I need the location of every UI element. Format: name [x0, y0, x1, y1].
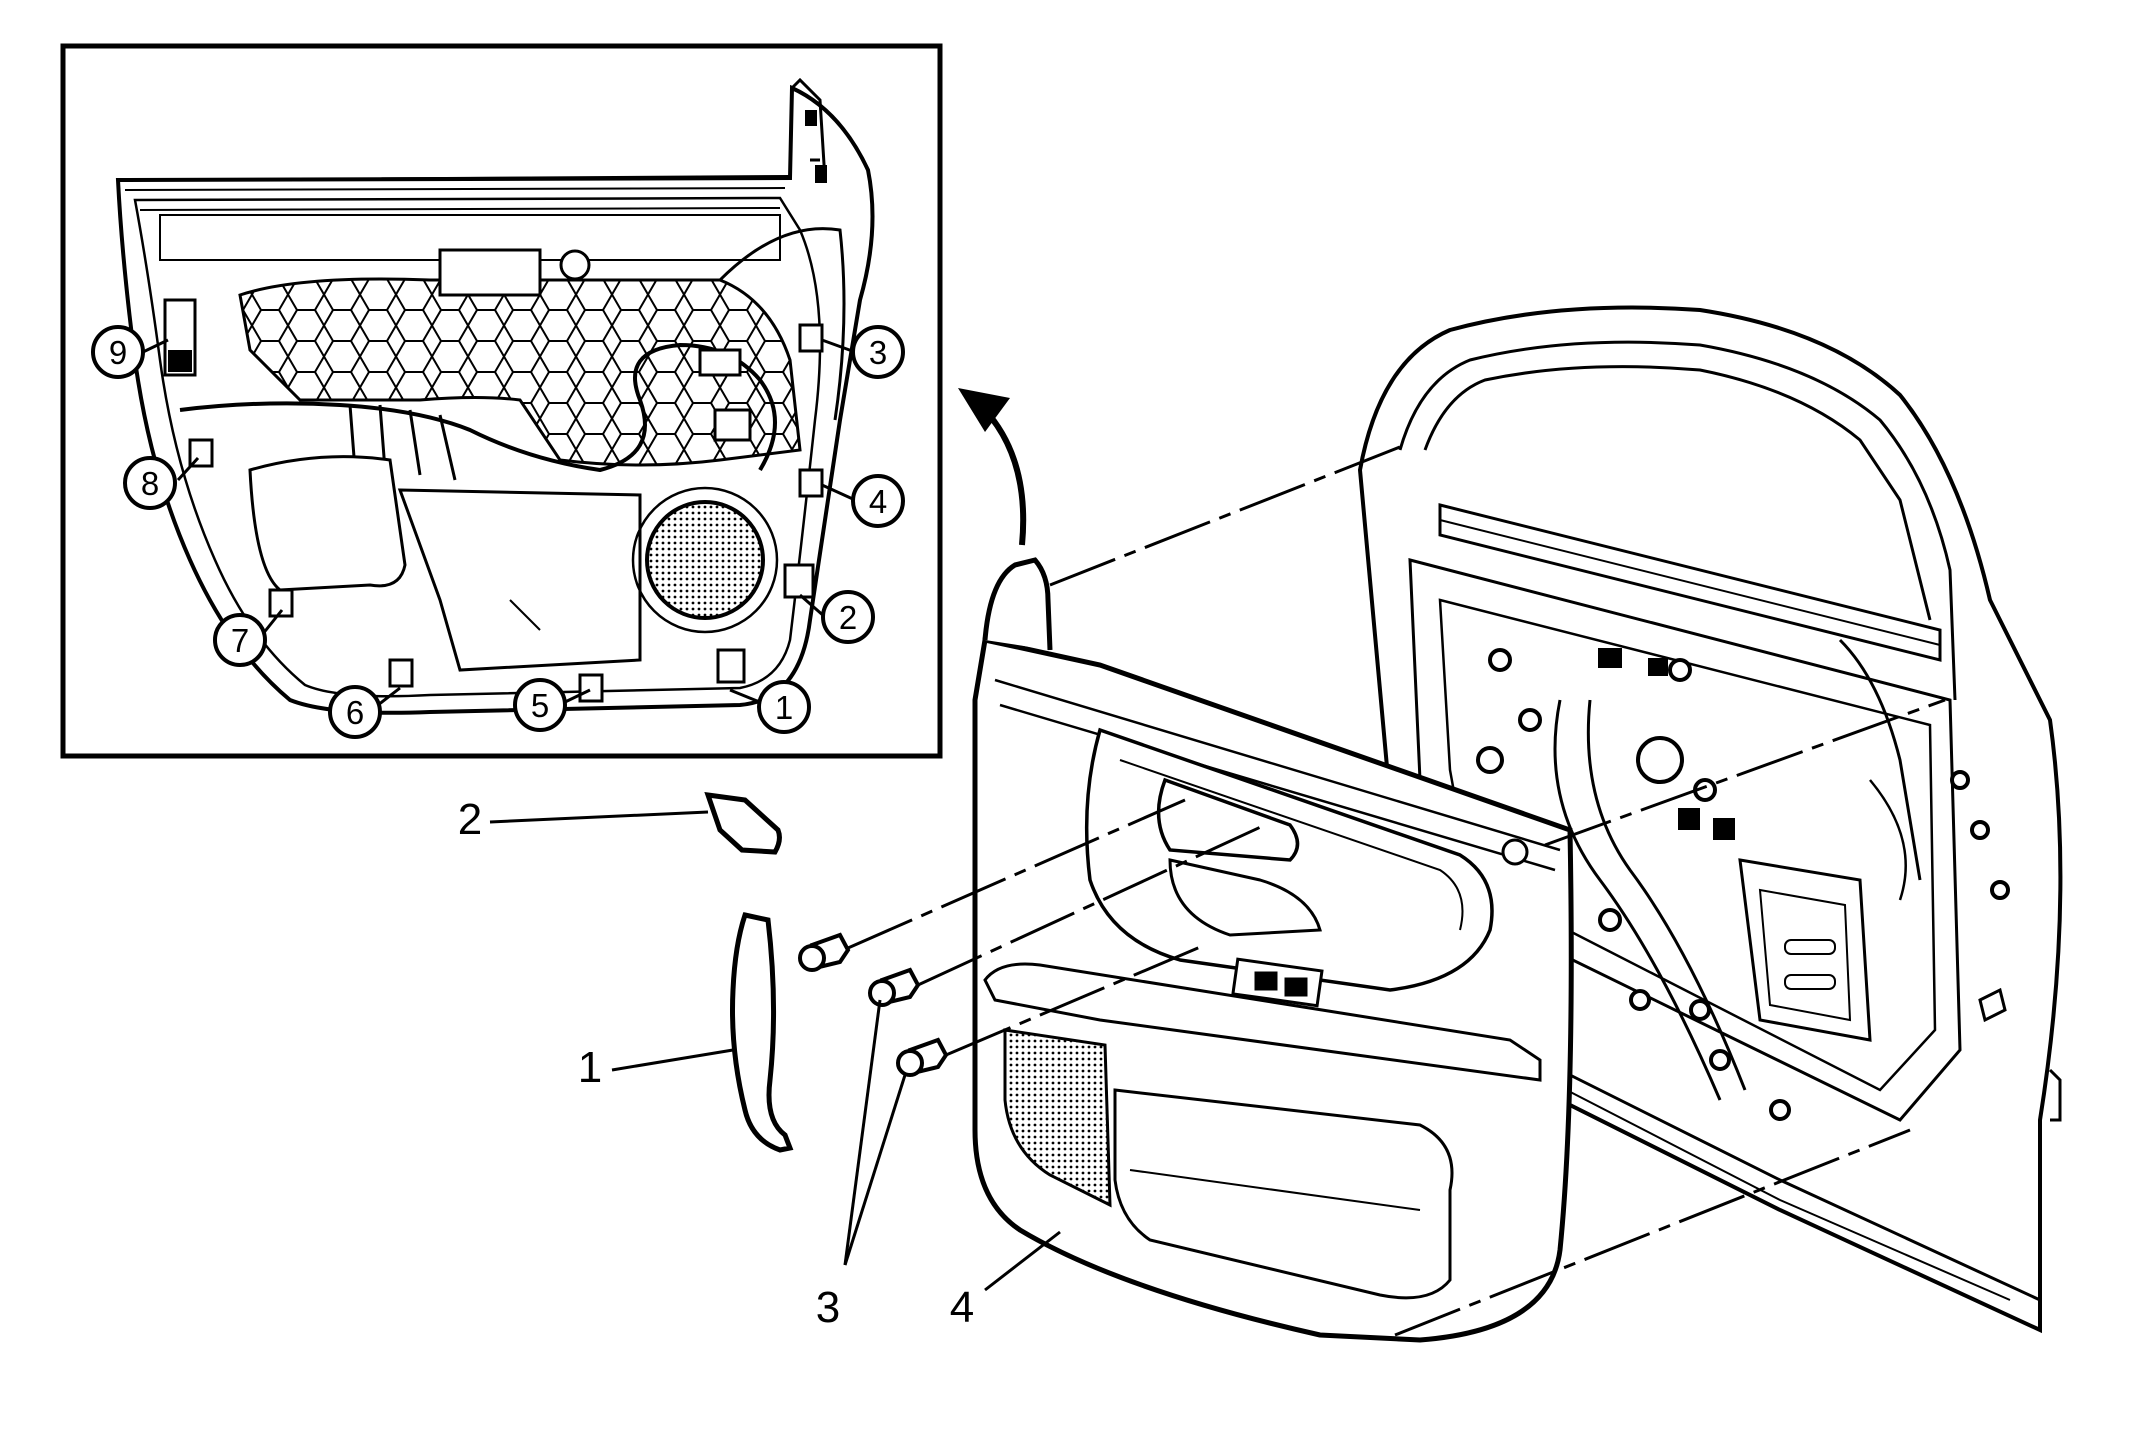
inset-callout-4: 4: [851, 474, 905, 528]
inset-callout-1: 1: [757, 680, 811, 734]
inset-honeycomb-pad: [238, 277, 802, 467]
door-trim-panel: [972, 557, 1574, 1343]
inset-callout-8: 8: [123, 456, 177, 510]
inset-callout-7: 7: [213, 613, 267, 667]
inset-callout-2: 2: [821, 590, 875, 644]
speaker-grille: [1003, 1028, 1112, 1208]
svg-text:2: 2: [839, 599, 857, 636]
inset-callout-6: 6: [328, 685, 382, 739]
svg-text:3: 3: [869, 334, 887, 371]
view-arrow-head: [958, 388, 1010, 432]
view-arrow: [982, 407, 1027, 546]
part-1-strap: [730, 912, 794, 1153]
fastener-lower: [896, 1037, 949, 1077]
svg-text:4: 4: [869, 483, 887, 520]
callout-3: 3: [816, 1283, 840, 1332]
inset-detail-view: [60, 43, 943, 759]
inset-wire-harness: [179, 342, 777, 473]
main-callouts: 1 2 3 4: [458, 795, 974, 1332]
callout-2: 2: [458, 795, 482, 844]
window-switch-bezel: [1168, 858, 1322, 937]
inset-callout-9: 9: [91, 325, 145, 379]
svg-text:6: 6: [346, 694, 364, 731]
handle-bezel: [1156, 777, 1300, 862]
inset-speaker: [645, 500, 765, 620]
fastener-upper: [798, 932, 851, 972]
part-3-fasteners: [798, 932, 949, 1077]
callout-leaders: [489, 810, 1061, 1292]
svg-text:7: 7: [231, 622, 249, 659]
callout-1: 1: [578, 1043, 602, 1092]
assembly-dash-lines: [847, 443, 1946, 1337]
map-pocket: [1113, 1088, 1454, 1300]
inset-leaders: [142, 338, 856, 707]
inset-callout-5: 5: [513, 678, 567, 732]
inset-callout-3: 3: [851, 325, 905, 379]
svg-text:9: 9: [109, 334, 127, 371]
inset-armrest-pocket: [248, 455, 407, 592]
svg-text:8: 8: [141, 465, 159, 502]
callout-4: 4: [950, 1283, 974, 1332]
svg-text:1: 1: [775, 689, 793, 726]
fastener-middle: [868, 967, 921, 1007]
svg-text:5: 5: [531, 687, 549, 724]
inset-callouts: 1 2 3 4 5 6 7 8: [91, 325, 905, 739]
part-2-cover: [704, 791, 782, 855]
